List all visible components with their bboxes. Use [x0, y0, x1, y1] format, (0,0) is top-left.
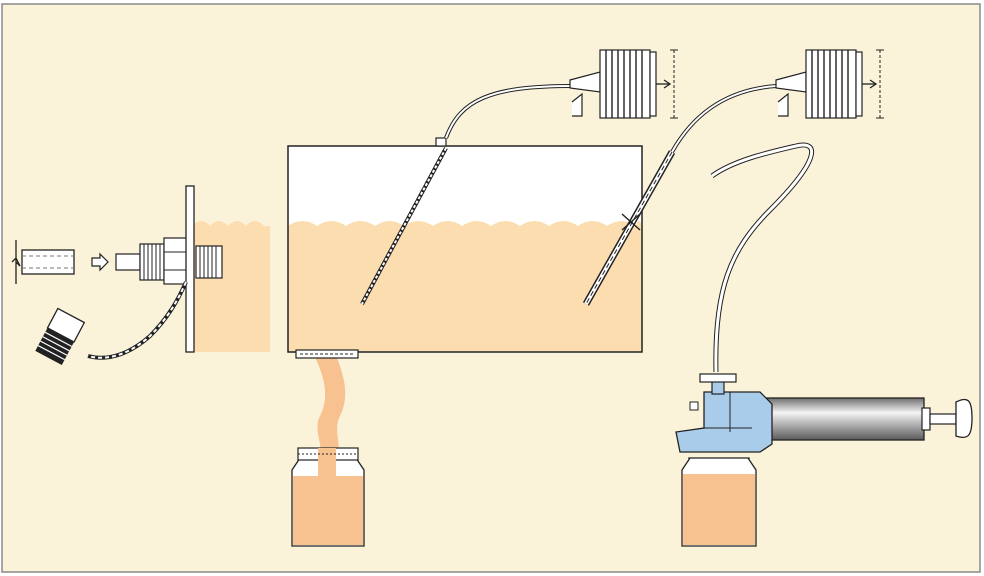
bellows-syringe-icon [569, 49, 678, 119]
drain-icon [295, 349, 359, 462]
wall-icon [185, 185, 195, 353]
arrow-right-icon [91, 252, 109, 272]
tank-icon [287, 137, 643, 353]
hand-pump-tube-icon [710, 142, 814, 373]
tube-1-icon [444, 84, 573, 139]
sampling-tube-icon [11, 240, 75, 284]
chain-icon [87, 281, 188, 360]
bottle-right-icon [681, 457, 757, 547]
cap-icon [35, 307, 86, 365]
bellows-syringe-icon [775, 49, 884, 119]
probe-1-icon [360, 147, 448, 305]
tube-2-icon [670, 84, 777, 153]
probe-2-icon [582, 150, 676, 306]
hand-pump-icon [675, 373, 973, 453]
bottle-icon [291, 447, 365, 547]
wall-liquid [192, 221, 270, 352]
